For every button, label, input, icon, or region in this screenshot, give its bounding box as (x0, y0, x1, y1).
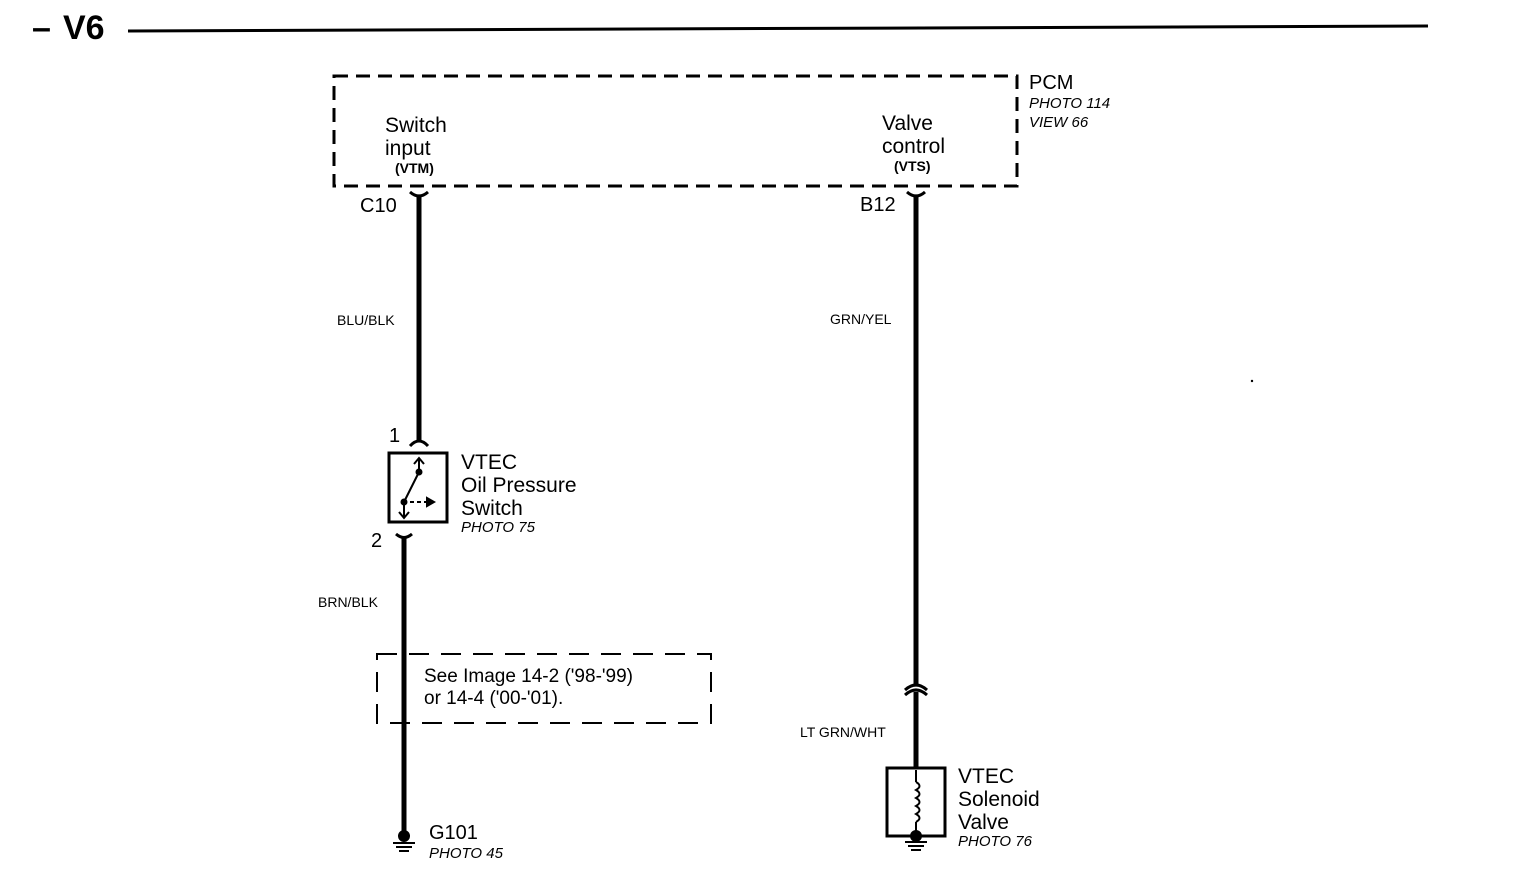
vtm-signal: (VTM) (395, 160, 434, 176)
pin-1: 1 (389, 425, 401, 447)
header-dash: – (32, 9, 51, 47)
oil-pressure-switch-name: VTEC Oil Pressure Switch (461, 451, 577, 520)
ground-icon (393, 830, 415, 852)
page-title: V6 (63, 9, 105, 47)
pcm-box (332, 74, 1019, 188)
pin2-terminal (395, 532, 413, 539)
solenoid-ground-icon (905, 830, 927, 851)
ground-ref: PHOTO 45 (429, 845, 503, 862)
note-box (376, 653, 712, 724)
stray-dot (1250, 379, 1254, 383)
pin-c10: C10 (360, 195, 397, 217)
pcm-ref: PHOTO 114 VIEW 66 (1029, 95, 1111, 131)
pin-b12: B12 (860, 194, 896, 216)
cross-reference-note: See Image 14-2 ('98-'99) or 14-4 ('00-'0… (424, 666, 633, 709)
switch-symbol-icon (398, 456, 437, 520)
pin-2: 2 (371, 530, 383, 552)
inline-connector-icon (903, 683, 929, 697)
pin1-terminal (408, 439, 430, 448)
ground-name: G101 (429, 822, 478, 844)
solenoid-name: VTEC Solenoid Valve (958, 765, 1040, 834)
vts-signal: (VTS) (894, 158, 931, 174)
valve-control-label: Valve control (882, 112, 946, 158)
wire-label-grn-yel: GRN/YEL (830, 311, 892, 327)
wire-label-lt-grn-wht: LT GRN/WHT (800, 724, 886, 740)
wire-label-brn-blk: BRN/BLK (318, 594, 378, 610)
switch-input-label: Switch input (385, 114, 447, 160)
oil-pressure-switch-box (387, 451, 449, 524)
coil-icon (913, 770, 921, 834)
header-rule (127, 24, 1429, 33)
wire-label-blu-blk: BLU/BLK (337, 312, 395, 328)
oil-pressure-switch-ref: PHOTO 75 (461, 519, 535, 536)
solenoid-ref: PHOTO 76 (958, 833, 1032, 850)
pcm-name: PCM (1029, 72, 1074, 94)
